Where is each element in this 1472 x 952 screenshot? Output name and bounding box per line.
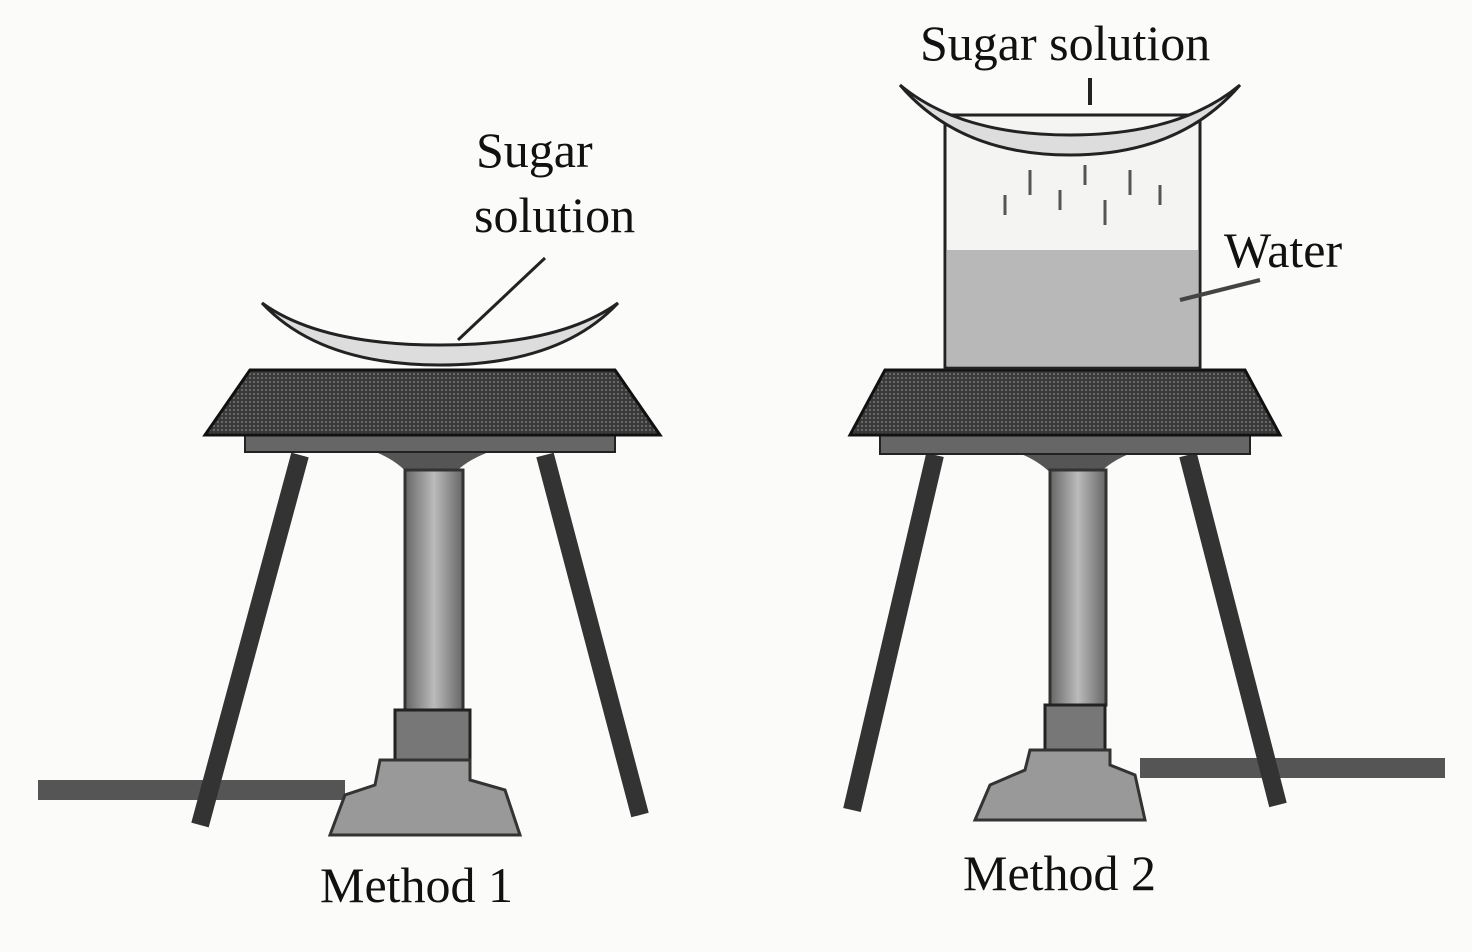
sugar-solution-label-1-line1: Sugar <box>476 122 593 178</box>
bunsen-burner-column <box>403 468 465 712</box>
method2-apparatus <box>843 78 1445 822</box>
label-pointer <box>1179 278 1261 302</box>
burner-base <box>327 758 523 837</box>
tripod-leg-right <box>1179 452 1287 808</box>
sugar-solution-label-1-line2: solution <box>474 187 636 243</box>
burner-base <box>972 748 1147 822</box>
tripod-leg-right <box>536 452 649 818</box>
sugar-solution-label-2: Sugar solution <box>920 15 1211 71</box>
tripod-leg-left <box>843 452 944 813</box>
burner-collar <box>393 708 472 762</box>
bunsen-burner-column <box>1048 468 1108 707</box>
method1-apparatus <box>38 256 663 837</box>
steam-marks <box>1003 165 1162 225</box>
tripod-leg-left <box>191 452 309 828</box>
evaporating-dish <box>898 83 1242 157</box>
wire-gauze <box>847 368 1283 437</box>
label-pointer <box>456 256 547 342</box>
water-label: Water <box>1224 222 1343 278</box>
wire-gauze <box>202 368 663 437</box>
burner-collar <box>1043 703 1107 752</box>
method2-caption: Method 2 <box>963 845 1157 901</box>
method1-caption: Method 1 <box>320 857 514 913</box>
water <box>947 250 1198 366</box>
evaporating-dish <box>260 301 620 367</box>
